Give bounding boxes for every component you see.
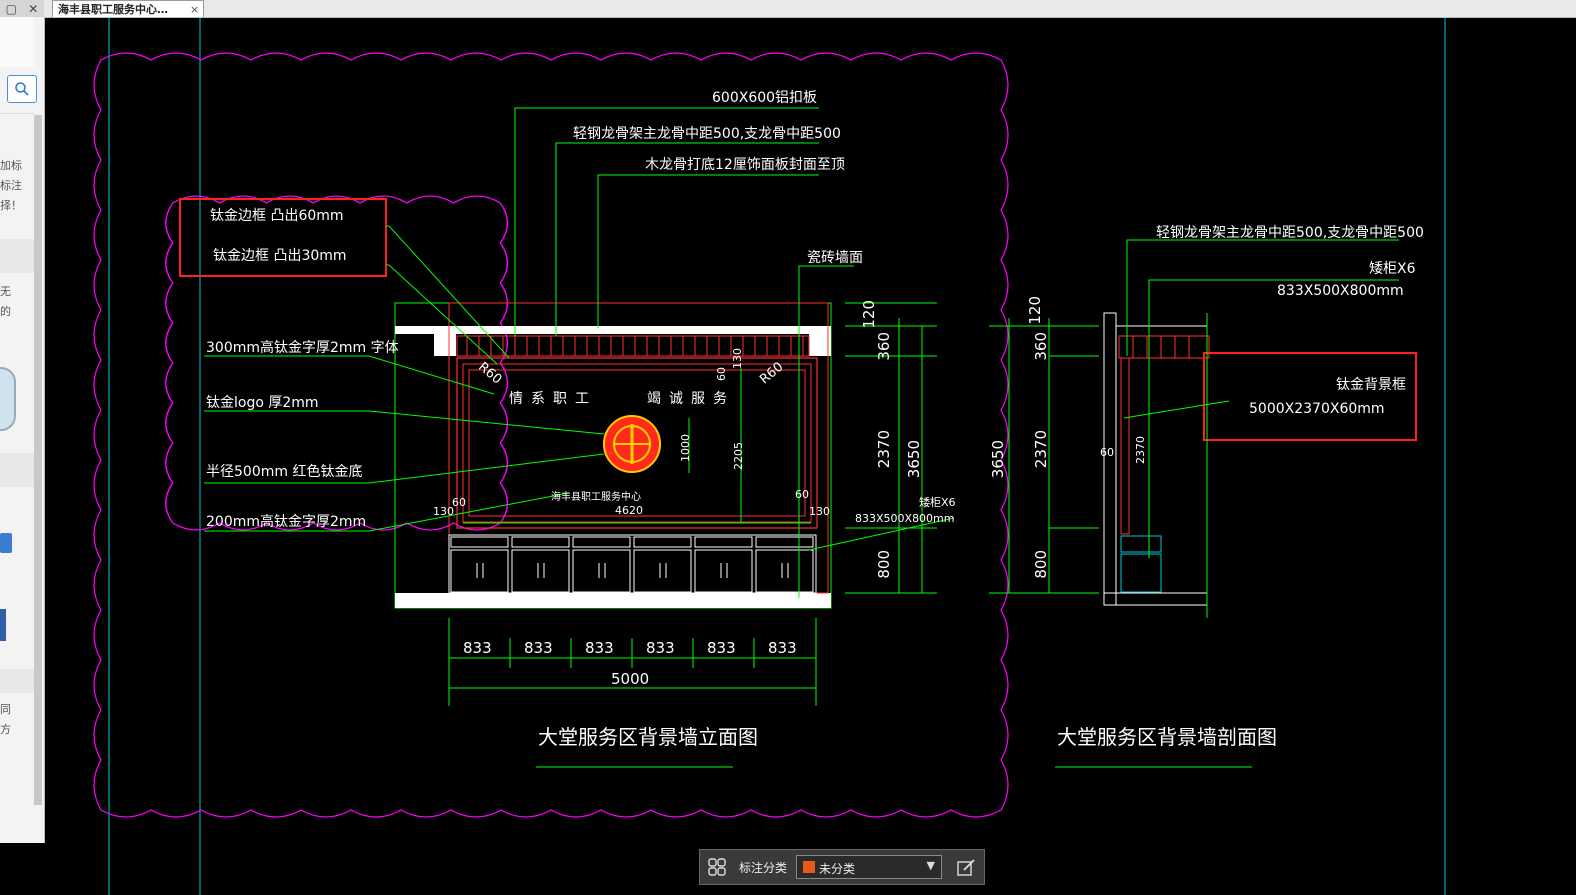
dim-2205: 2205 [732, 442, 745, 470]
side-section [0, 453, 34, 487]
revision-cloud [93, 52, 1009, 818]
ceiling-grid [466, 336, 804, 356]
dim-800: 800 [875, 550, 893, 579]
section-frame-size: 5000X2370X60mm [1249, 401, 1385, 417]
cabinets [450, 536, 814, 593]
app-icon[interactable] [0, 533, 12, 553]
callout-ceiling-panel: 600X600铝扣板 [712, 90, 818, 106]
cabinet-row [448, 534, 817, 594]
document-tab[interactable]: 海丰县职工服务中心… × [52, 0, 204, 17]
dim-total: 5000 [611, 670, 650, 688]
callout-wood-keel: 木龙骨打底12厘饰面板封面至顶 [645, 157, 845, 173]
dim-60: 60 [452, 496, 466, 509]
side-text: 无 [0, 285, 11, 298]
callout-logo: 钛金logo 厚2mm [206, 395, 319, 411]
dim-cabinet: 833 [524, 639, 553, 657]
section-dim-120: 120 [1026, 296, 1044, 325]
edit-icon[interactable] [956, 858, 976, 878]
callout-300mm-text: 300mm高钛金字厚2mm 字体 [206, 340, 399, 356]
close-window-icon[interactable]: ✕ [28, 1, 39, 16]
side-panel: 加标 标注 择！ 无 的 同 方 [0, 17, 45, 843]
section-dim-2370b: 2370 [1134, 436, 1147, 464]
ceiling-band [395, 326, 831, 334]
dropdown-arrow-icon: ▼ [926, 859, 935, 872]
dim-1000: 1000 [679, 434, 692, 462]
section-frame-label: 钛金背景框 [1336, 377, 1406, 393]
section-callout-cabinet: 矮柜X6 [1369, 261, 1416, 277]
side-text: 同 [0, 703, 11, 716]
leader-lines [204, 107, 955, 598]
drawing-lines [93, 18, 1446, 895]
document-tab-title: 海丰县职工服务中心… [58, 3, 168, 16]
highlight-box [179, 198, 387, 277]
dim-60: 60 [715, 367, 728, 381]
dim-cabinet: 833 [768, 639, 797, 657]
dim-cabinet: 833 [646, 639, 675, 657]
annotation-category-value: 未分类 [819, 862, 856, 876]
section-dim-60: 60 [1100, 446, 1114, 459]
close-tab-icon[interactable]: × [190, 2, 200, 16]
side-text: 标注 [0, 179, 22, 192]
restore-icon[interactable]: ▢ [5, 1, 17, 16]
side-section [0, 239, 34, 273]
annotation-toolbar: 标注分类 未分类 ▼ [699, 849, 985, 885]
side-text: 择！ [0, 199, 22, 212]
section-callout-keel: 轻钢龙骨架主龙骨中距500,支龙骨中距500 [1156, 225, 1424, 241]
callout-red-base: 半径500mm 红色钛金底 [206, 464, 363, 480]
avatar[interactable] [0, 367, 16, 431]
section-drawing [1103, 312, 1207, 606]
app-icon[interactable] [0, 609, 6, 641]
side-text: 加标 [0, 159, 22, 172]
title-section: 大堂服务区背景墙剖面图 [1057, 725, 1277, 749]
callout-titanium-frame-60: 钛金边框 凸出60mm [210, 208, 344, 224]
cabinet-size: 833X500X800mm [855, 512, 955, 525]
slogan-left: 情系职工 [509, 391, 597, 407]
section-callout-cabinet-size: 833X500X800mm [1277, 283, 1404, 299]
tab-bar: ▢ ✕ 海丰县职工服务中心… × [0, 0, 1576, 18]
callout-titanium-frame-30: 钛金边框 凸出30mm [213, 248, 347, 264]
grid-icon[interactable] [708, 858, 726, 876]
dim-3650: 3650 [905, 440, 923, 479]
drawing-canvas[interactable]: 钛金边框 凸出60mm 钛金边框 凸出30mm 300mm高钛金字厚2mm 字体… [49, 18, 1576, 895]
callout-tile-wall: 瓷砖墙面 [807, 250, 863, 266]
section-dim-2370: 2370 [1032, 430, 1050, 469]
dim-130: 130 [809, 505, 830, 518]
center-name: 海丰县职工服务中心 [551, 492, 641, 503]
title-elevation: 大堂服务区背景墙立面图 [538, 725, 758, 749]
dim-cabinet: 833 [463, 639, 492, 657]
side-header [0, 17, 34, 67]
dimension-lines [448, 302, 1252, 768]
section-dim-800: 800 [1032, 550, 1050, 579]
dim-cabinet: 833 [585, 639, 614, 657]
dim-4620: 4620 [615, 504, 643, 517]
callout-steel-keel: 轻钢龙骨架主龙骨中距500,支龙骨中距500 [573, 126, 841, 142]
side-divider [0, 113, 34, 114]
side-scrollbar[interactable] [34, 115, 42, 805]
search-button[interactable] [7, 75, 37, 103]
section-dim-360: 360 [1032, 332, 1050, 361]
side-text: 的 [0, 305, 11, 318]
dim-cabinet: 833 [707, 639, 736, 657]
cabinet-label: 矮柜X6 [919, 496, 956, 509]
search-icon [15, 82, 29, 96]
annotation-category-select[interactable]: 未分类 ▼ [796, 855, 942, 879]
highlight-box [1203, 352, 1417, 441]
window-controls: ▢ ✕ [0, 0, 44, 17]
dim-120: 120 [860, 300, 878, 329]
dim-360: 360 [875, 332, 893, 361]
floor-band [395, 593, 831, 608]
side-section [0, 669, 34, 693]
dim-130: 130 [433, 505, 454, 518]
slogan-right: 竭诚服务 [647, 391, 735, 407]
section-dim-3650: 3650 [989, 440, 1007, 479]
dim-60: 60 [795, 488, 809, 501]
dim-2370: 2370 [875, 430, 893, 469]
callout-200mm-text: 200mm高钛金字厚2mm [206, 514, 367, 530]
side-text: 方 [0, 723, 11, 736]
annotation-category-label: 标注分类 [739, 861, 788, 875]
dim-130: 130 [731, 348, 744, 369]
category-color-swatch [803, 861, 815, 873]
